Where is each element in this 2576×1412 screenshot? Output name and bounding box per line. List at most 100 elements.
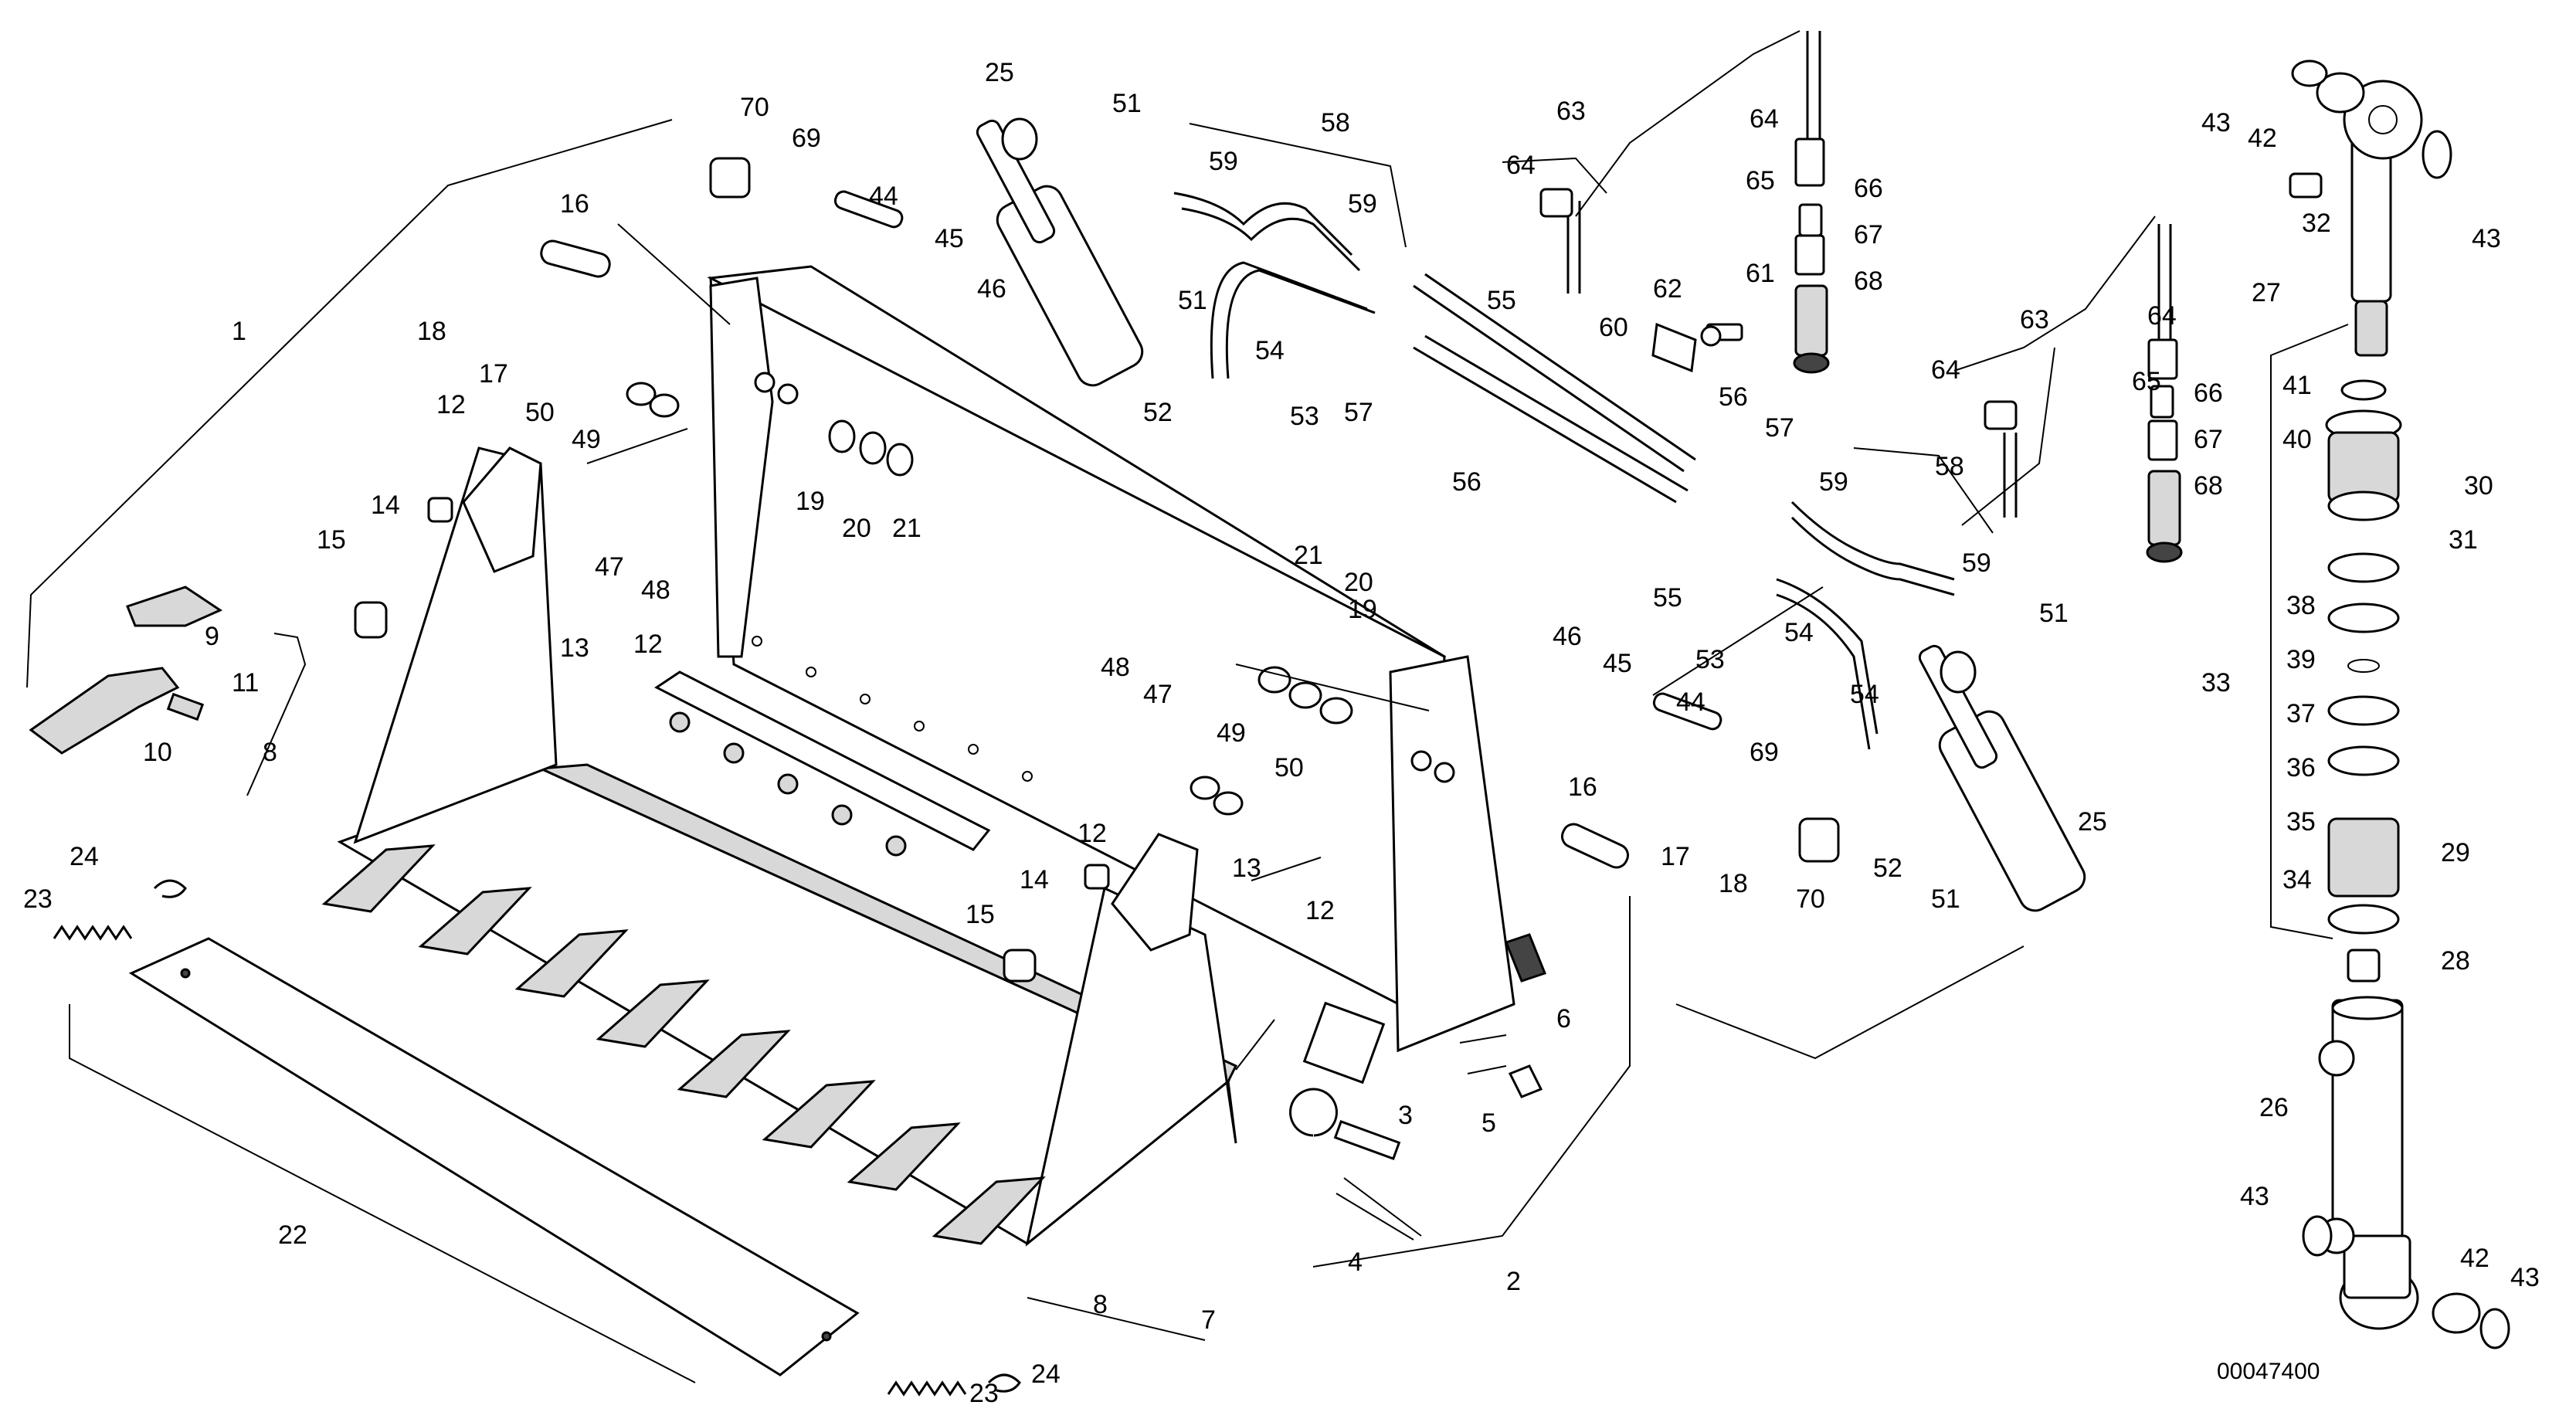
label-16a: 16	[560, 189, 589, 219]
hydraulic-cylinder-right	[1918, 644, 2086, 912]
label-53a: 53	[1290, 402, 1319, 431]
label-66a: 66	[1854, 174, 1883, 203]
label-20b: 20	[1344, 568, 1373, 597]
label-47a: 47	[595, 552, 624, 582]
label-4: 4	[1348, 1247, 1363, 1277]
label-50b: 50	[1274, 753, 1304, 782]
label-24a: 24	[70, 842, 99, 871]
label-18a: 18	[417, 317, 446, 346]
label-64c: 64	[1931, 355, 1960, 385]
label-12c: 12	[1078, 819, 1107, 848]
bolt-on-edge	[128, 937, 860, 1376]
label-53b: 53	[1695, 645, 1725, 674]
label-46b: 46	[1553, 622, 1582, 651]
label-21b: 21	[1294, 541, 1323, 570]
label-39: 39	[2286, 645, 2316, 674]
cylinder-exploded	[2289, 59, 2510, 1349]
label-67b: 67	[2194, 425, 2223, 454]
cutting-edge-bolts	[669, 711, 907, 857]
label-13b: 13	[1232, 854, 1261, 883]
label-32: 32	[2302, 209, 2331, 238]
label-19a: 19	[796, 487, 825, 516]
pins-and-bushings	[354, 157, 1840, 1160]
retainer-clip	[166, 692, 205, 721]
label-63b: 63	[2020, 305, 2049, 334]
label-11: 11	[232, 668, 259, 698]
label-15b: 15	[966, 900, 995, 929]
label-17a: 17	[479, 359, 508, 389]
label-70b: 70	[1796, 884, 1825, 914]
label-14a: 14	[371, 490, 400, 520]
label-6: 6	[1556, 1004, 1571, 1034]
label-8a: 8	[263, 738, 277, 767]
label-48a: 48	[641, 575, 670, 605]
bucket-bolt-holes	[752, 636, 1033, 782]
leader-lines	[26, 30, 2349, 1383]
couplings	[1539, 137, 2183, 563]
spring-left	[53, 925, 133, 941]
label-54a: 54	[1255, 336, 1285, 365]
hoses	[1173, 31, 2172, 750]
label-15a: 15	[317, 525, 346, 555]
label-20a: 20	[842, 514, 871, 543]
label-42a: 42	[2248, 124, 2277, 153]
label-43d: 43	[2510, 1263, 2540, 1292]
label-3: 3	[1398, 1101, 1413, 1130]
label-42b: 42	[2460, 1244, 2489, 1273]
label-25a: 25	[985, 58, 1014, 87]
label-60: 60	[1599, 313, 1628, 342]
label-9: 9	[205, 622, 219, 651]
label-56a: 56	[1452, 467, 1481, 497]
bucket-body	[337, 265, 1515, 1247]
clip-left	[153, 879, 187, 898]
label-51c: 51	[2039, 599, 2069, 628]
label-23a: 23	[23, 884, 53, 914]
label-69a: 69	[792, 124, 821, 153]
label-58a: 58	[1321, 108, 1350, 137]
label-64a: 64	[1506, 151, 1536, 180]
label-37: 37	[2286, 699, 2316, 728]
label-48b: 48	[1101, 653, 1130, 682]
label-50a: 50	[525, 398, 555, 427]
label-35: 35	[2286, 807, 2316, 837]
label-54c: 54	[1850, 680, 1879, 709]
label-62: 62	[1653, 274, 1682, 304]
label-51d: 51	[1931, 884, 1960, 914]
label-59a: 59	[1209, 147, 1238, 176]
bucket-teeth	[321, 844, 1046, 1245]
label-29: 29	[2441, 838, 2470, 867]
label-38: 38	[2286, 591, 2316, 620]
label-43a: 43	[2201, 108, 2231, 137]
label-7: 7	[1201, 1305, 1216, 1335]
label-66b: 66	[2194, 378, 2223, 408]
label-34: 34	[2282, 865, 2312, 894]
part-number-labels: 1 2 3 4 5 6 7 8 8 9 10 11 12 12 12 12 13…	[23, 58, 2540, 1408]
label-10: 10	[143, 738, 172, 767]
tooth-adapter	[29, 667, 180, 755]
label-12b: 12	[633, 630, 663, 659]
label-52a: 52	[1143, 398, 1173, 427]
label-65a: 65	[1746, 166, 1775, 195]
label-19b: 19	[1348, 595, 1377, 624]
label-28: 28	[2441, 946, 2470, 976]
label-22: 22	[278, 1220, 307, 1250]
label-59c: 59	[1819, 467, 1848, 497]
label-59b: 59	[1348, 189, 1377, 219]
label-55a: 55	[1487, 286, 1516, 315]
label-49b: 49	[1217, 718, 1246, 748]
label-1: 1	[232, 317, 246, 346]
label-68b: 68	[2194, 471, 2223, 501]
label-8b: 8	[1093, 1290, 1108, 1319]
label-69b: 69	[1750, 738, 1779, 767]
label-55b: 55	[1653, 583, 1682, 613]
label-16b: 16	[1568, 772, 1597, 802]
label-13a: 13	[560, 633, 589, 663]
label-12a: 12	[436, 390, 466, 419]
label-51b: 51	[1178, 286, 1207, 315]
label-49a: 49	[572, 425, 601, 454]
label-65b: 65	[2132, 367, 2161, 396]
label-61: 61	[1746, 259, 1775, 288]
left-pivot-bracket	[462, 446, 542, 573]
